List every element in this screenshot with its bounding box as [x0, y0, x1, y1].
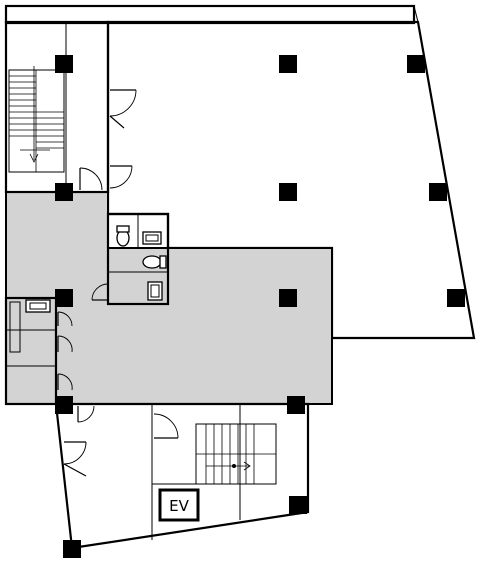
columns [55, 55, 465, 558]
left-staircase [8, 66, 65, 173]
restroom-block [106, 212, 170, 306]
column [55, 55, 73, 73]
stair-door-lower[interactable] [153, 413, 179, 439]
core-door-1[interactable] [77, 405, 95, 423]
utility-door-3[interactable] [57, 373, 73, 391]
sink-fixture [142, 231, 162, 245]
pantry-sink [25, 299, 51, 313]
lower-staircase [195, 423, 277, 485]
elevator-label: EV [169, 497, 189, 515]
column [55, 289, 73, 307]
left-stair-block [4, 20, 110, 194]
elevator: EV [158, 488, 200, 522]
doors [57, 89, 179, 477]
column [279, 55, 297, 73]
column [63, 540, 81, 558]
column [279, 183, 297, 201]
sink-fixture-2 [147, 281, 163, 301]
lower-core: EV [54, 402, 310, 550]
utility-door-1[interactable] [57, 311, 73, 327]
column [289, 496, 307, 514]
column [447, 289, 465, 307]
column [279, 289, 297, 307]
left-utility-rooms [4, 296, 58, 406]
restroom-door[interactable] [91, 283, 109, 301]
core-door-2[interactable] [63, 441, 87, 477]
office-door-upper[interactable] [109, 89, 137, 129]
office-door-lower[interactable] [109, 165, 133, 189]
stair-door-left[interactable] [79, 167, 103, 191]
column [429, 183, 447, 201]
column [287, 396, 305, 414]
column [407, 55, 425, 73]
column [55, 396, 73, 414]
column [55, 183, 73, 201]
utility-door-2[interactable] [57, 335, 73, 353]
toilet-fixture-2 [142, 255, 167, 269]
toilet-fixture [116, 225, 130, 247]
